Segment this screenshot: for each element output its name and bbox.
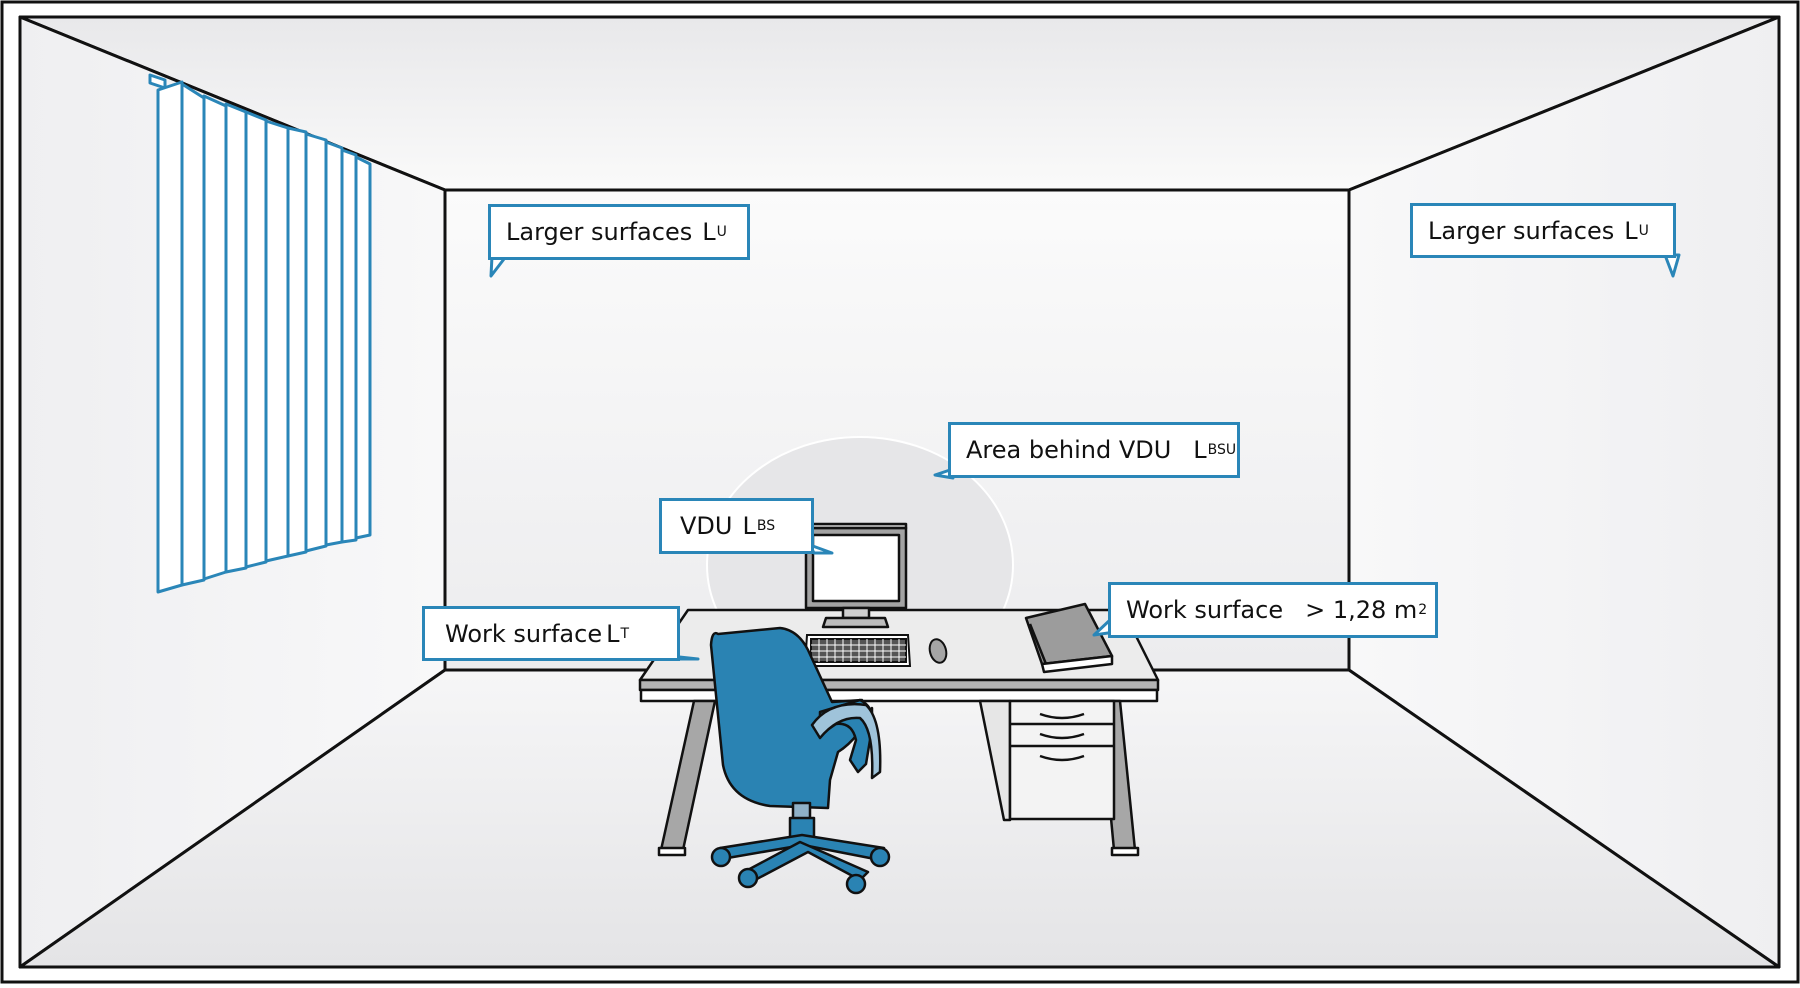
label-symbol: L [742, 512, 756, 540]
label-symbol: L [702, 218, 716, 246]
vdu-screen [811, 533, 901, 603]
label-subscript: T [620, 625, 630, 642]
mouse [928, 638, 948, 664]
label-text: Work surface [445, 619, 603, 648]
keyboard [803, 634, 912, 667]
label-subscript: U [1638, 222, 1649, 239]
window-blinds [148, 73, 372, 594]
office-chair [709, 626, 891, 895]
label-text: Area behind VDU [966, 436, 1172, 464]
label-text: Work surface [1126, 596, 1284, 624]
label-value: > 1,28 m [1305, 596, 1418, 624]
label-superscript: 2 [1418, 602, 1428, 618]
chair-armrest [810, 702, 882, 780]
label-subscript: BS [756, 518, 776, 534]
label-subscript: U [716, 224, 727, 240]
label-symbol: L [1624, 216, 1638, 245]
label-text: Larger surfaces [506, 218, 693, 246]
chair-backrest [709, 626, 874, 810]
label-subscript: BSU [1207, 442, 1237, 458]
label-symbol: L [1193, 436, 1207, 464]
book [1024, 602, 1114, 674]
label-text: Larger surfaces [1428, 216, 1615, 245]
label-text: VDU [680, 512, 733, 540]
vdu-monitor [804, 522, 908, 629]
label-symbol: L [606, 619, 620, 648]
